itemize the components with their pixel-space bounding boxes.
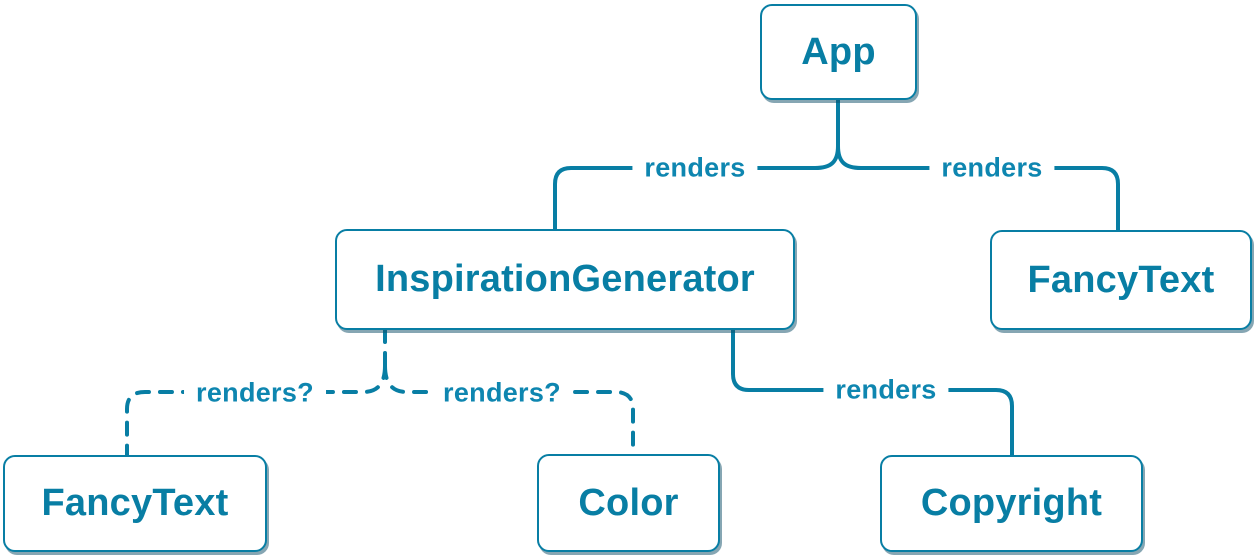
node-app: App (760, 4, 917, 100)
node-color: Color (537, 454, 720, 552)
node-fancy-text-bottom: FancyText (3, 455, 267, 552)
node-inspiration-generator-label: InspirationGenerator (375, 258, 755, 300)
edge-app-inspirationgenerator (553, 144, 840, 231)
node-inspiration-generator: InspirationGenerator (335, 229, 795, 330)
node-app-label: App (801, 30, 876, 73)
node-color-label: Color (578, 481, 679, 524)
node-fancy-text-top: FancyText (990, 230, 1252, 330)
node-copyright-label: Copyright (920, 482, 1103, 524)
edge-label-renders-inspirationgenerator: renders (632, 150, 758, 186)
node-copyright: Copyright (880, 455, 1143, 552)
edge-inspirationgenerator-fancytext-dashed (125, 364, 387, 457)
node-fancy-text-top-label: FancyText (1027, 258, 1215, 301)
edge-app-fancytext (836, 144, 1120, 232)
edge-label-renders-copyright: renders (823, 372, 949, 408)
edge-label-renders-question-color: renders? (431, 375, 573, 411)
node-fancy-text-bottom-label: FancyText (41, 482, 229, 524)
edge-label-renders-question-fancytext: renders? (184, 375, 326, 411)
edge-label-renders-fancytext: renders (929, 150, 1055, 186)
